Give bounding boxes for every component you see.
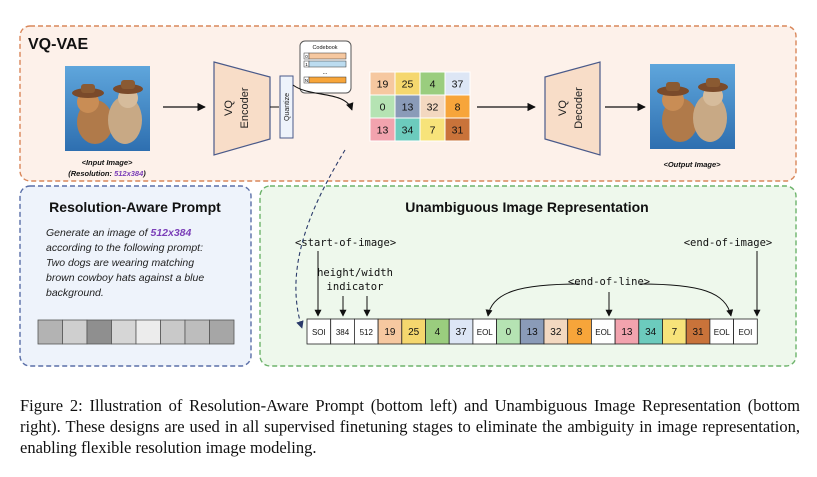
prompt-line-3: Two dogs are wearing matching [46,257,194,269]
decoder-vq-label: VQ [557,100,569,116]
sequence-token-label: 4 [435,327,441,338]
prompt-bar-segment [209,319,235,345]
grid-cell-value: 34 [402,125,414,137]
prompt-panel-title: Resolution-Aware Prompt [49,199,221,215]
codebook-rows [303,52,347,84]
prompt-token-bar [37,319,235,345]
codebook-row-ellipsis: ... [322,70,327,76]
grid-cell-value: 25 [402,79,414,91]
decoder-block [544,61,601,156]
grid-cell-value: 13 [402,102,414,114]
start-of-image-label: <start-of-image> [295,237,396,249]
grid-cell-value: 37 [452,79,464,91]
grid-cell [444,117,471,142]
grid-to-sequence-arrow [295,149,346,329]
indicator-label: indicator [327,281,384,293]
sequence-token-label: 8 [577,327,583,338]
prompt-bar-segment [160,319,186,345]
sequence-token-label: 13 [527,327,539,338]
prompt-line-2: according to the following prompt: [46,242,203,254]
grid-cell-value: 19 [377,79,389,91]
prompt-bar-segment [62,319,88,345]
input-resolution: (Resolution: 512x384) [68,169,146,178]
quantize-label: Quantize [284,93,291,121]
sequence-token-label: 37 [455,327,467,338]
output-image-caption: <Output Image> [663,160,721,169]
grid-cell-value: 13 [377,125,389,137]
output-image [650,64,735,149]
sequence-token-label: 0 [506,327,512,338]
quantize-to-grid-arrow [292,84,354,111]
prompt-bar-segment [37,319,63,345]
diagram-canvas: VQ-VAE <Input Image> (Resolution: 512x38… [19,25,797,367]
sequence-token-label: EOL [714,328,731,337]
token-sequence: SOI 384 512 19 25 4 37 EOL 0 13 32 8 EOL 13 34 7 31 EOL EO… [306,318,758,345]
input-image [65,66,150,151]
grid-cell-value: 31 [452,125,464,137]
sequence-token-label: EOL [477,328,494,337]
sequence-token-label: 31 [692,327,704,338]
grid-cell-value: 4 [430,79,436,91]
sequence-token-label: EOL [595,328,612,337]
codebook-row-n: N [305,78,308,83]
eol-pointer-left [485,283,581,317]
grid-cell-value: 0 [380,102,386,114]
height-width-label: height/width [317,267,393,279]
encoder-label: Encoder [239,87,251,128]
quantize-block [279,75,294,139]
sequence-token-label: SOI [312,328,326,337]
sequence-token-label: 25 [408,327,420,338]
codebook-row-0: 0 [305,54,308,59]
grid-cell-value: 32 [427,102,439,114]
vqvae-title: VQ-VAE [28,36,88,53]
grid-cell-value: 7 [430,125,436,137]
representation-panel-title: Unambiguous Image Representation [405,199,648,215]
encoder-block [213,61,271,156]
prompt-line-1: Generate an image of 512x384 [46,227,192,239]
eol-pointer-right [639,283,734,317]
prompt-bar-segment [184,319,210,345]
sequence-token [733,318,758,345]
sequence-token-label: 512 [360,328,374,337]
sequence-token-label: 13 [621,327,633,338]
prompt-bar-segment [111,319,137,345]
codebook-title: Codebook [312,45,337,51]
sequence-token-label: 32 [550,327,562,338]
prompt-bar-segment [135,319,161,345]
token-grid: 19 25 4 37 0 13 32 8 13 34 7 31 [369,71,471,142]
decoder-label: Decoder [573,87,585,129]
sequence-token-label: 19 [384,327,396,338]
encoder-vq-label: VQ [223,100,235,116]
end-of-image-label: <end-of-image> [684,237,773,249]
codebook-row-1: 1 [305,62,308,67]
prompt-bar-segment [86,319,112,345]
input-image-caption: <Input Image> [82,158,133,167]
sequence-token-label: EOI [739,328,753,337]
grid-cell-value: 8 [455,102,461,114]
sequence-token-label: 384 [336,328,350,337]
prompt-line-5: background. [46,287,104,299]
sequence-token-label: 34 [645,327,657,338]
prompt-line-4: brown cowboy hats against a blue [46,272,204,284]
end-of-line-label: <end-of-line> [568,276,650,288]
sequence-token-label: 7 [672,327,678,338]
figure-caption: Figure 2: Illustration of Resolution-Awa… [20,396,800,457]
